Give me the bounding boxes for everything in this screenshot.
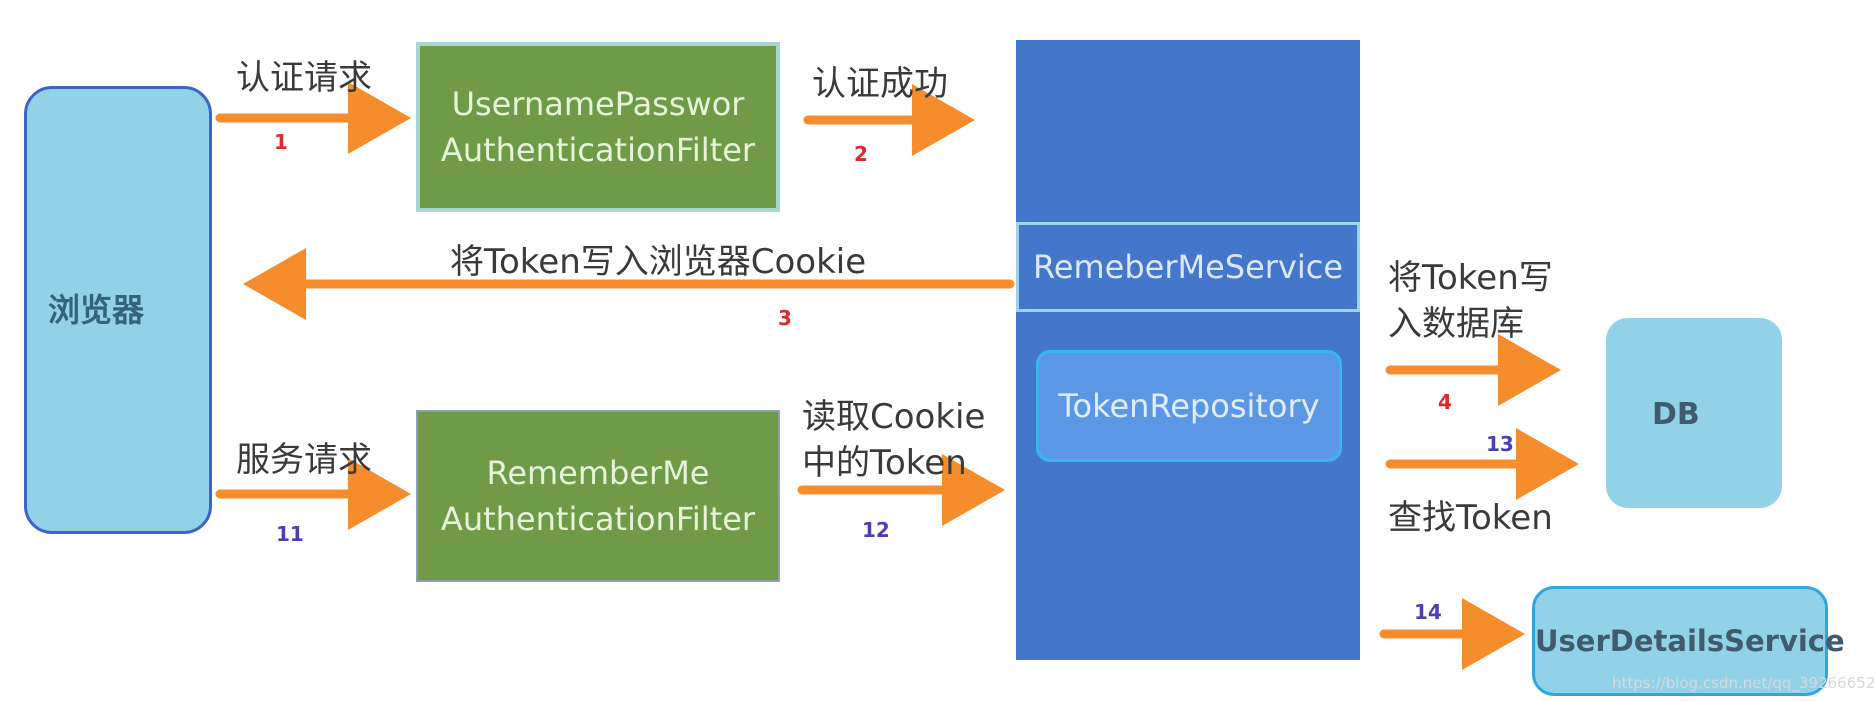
filter2-line1: RememberMe (486, 454, 710, 492)
db-node (1606, 318, 1782, 508)
user-details-service-node: UserDetailsService (1532, 586, 1845, 696)
edge3-number: 3 (778, 306, 792, 330)
edge2-number: 2 (854, 142, 868, 166)
edge11-number: 11 (276, 522, 304, 546)
edge11-label: 服务请求 (236, 440, 372, 480)
edge4-label-line2: 入数据库 (1388, 304, 1524, 344)
edge12-label-line1: 读取Cookie (802, 397, 986, 437)
remember-me-filter-node: RememberMe AuthenticationFilter (416, 410, 780, 582)
edge13-number: 13 (1486, 432, 1514, 456)
edge13-label: 查找Token (1388, 498, 1553, 538)
edge2-label: 认证成功 (812, 64, 948, 104)
remember-me-service-node: RemeberMeService (1016, 222, 1360, 312)
token-repository-node: TokenRepository (1036, 350, 1342, 462)
filter1-line1: UsernamePasswor (451, 85, 745, 123)
watermark: https://blog.csdn.net/qq_39266652 (1612, 674, 1875, 692)
edge12-label-line2: 中的Token (802, 443, 967, 483)
filter1-line2: AuthenticationFilter (440, 131, 756, 169)
edge1-number: 1 (274, 130, 288, 154)
browser-node (24, 86, 212, 534)
edge3-label: 将Token写入浏览器Cookie (450, 242, 867, 282)
filter2-line2: AuthenticationFilter (440, 500, 756, 538)
edge4-number: 4 (1438, 390, 1452, 414)
edge4-label: 将Token写 入数据库 (1388, 255, 1553, 347)
browser-label: 浏览器 (48, 291, 145, 329)
edge12-label: 读取Cookie 中的Token (802, 394, 985, 486)
edge1-label: 认证请求 (236, 58, 372, 98)
edge14-number: 14 (1414, 600, 1442, 624)
username-password-filter-node: UsernamePasswor AuthenticationFilter (416, 42, 780, 212)
db-label: DB (1652, 397, 1700, 432)
edge4-label-line1: 将Token写 (1388, 258, 1553, 298)
edge12-number: 12 (862, 518, 890, 542)
